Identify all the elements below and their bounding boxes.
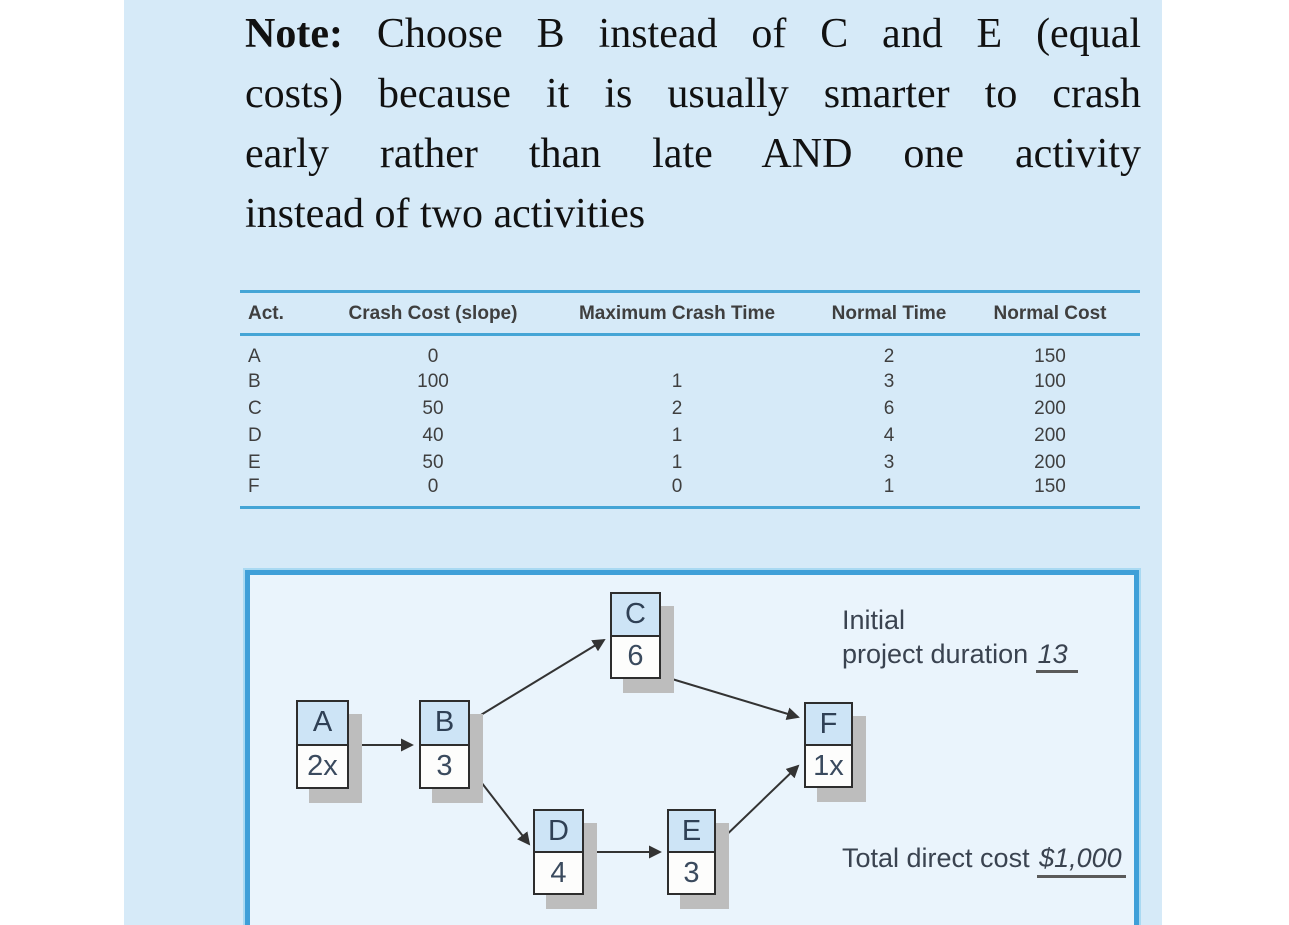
node-d: D 4 bbox=[533, 809, 584, 895]
cell-max-crash-time: 1 bbox=[671, 451, 683, 473]
cell-normal-time: 6 bbox=[883, 397, 895, 419]
cell-max-crash-time: 1 bbox=[671, 424, 683, 446]
total-cost-value: $1,000 bbox=[1037, 843, 1126, 878]
table-header-row: Act. Crash Cost (slope) Maximum Crash Ti… bbox=[240, 291, 1140, 335]
table-row: E 50 1 3 200 bbox=[240, 449, 1140, 476]
cell-normal-time: 2 bbox=[883, 346, 895, 367]
cell-normal-time: 1 bbox=[883, 476, 895, 497]
header-normal-time: Normal Time bbox=[831, 303, 947, 324]
cell-act: D bbox=[248, 424, 262, 446]
table-row: D 40 1 4 200 bbox=[240, 422, 1140, 449]
node-e-label: E bbox=[669, 811, 714, 853]
note-line-4: instead of two activities bbox=[245, 191, 646, 237]
cell-act: B bbox=[248, 370, 261, 392]
node-b: B 3 bbox=[419, 700, 470, 789]
crash-cost-table: Act. Crash Cost (slope) Maximum Crash Ti… bbox=[240, 290, 1140, 509]
table-row: A 0 2 150 bbox=[240, 335, 1140, 369]
cell-max-crash-time: 1 bbox=[671, 370, 683, 392]
edge-b-d bbox=[470, 768, 531, 846]
cell-crash-cost: 50 bbox=[422, 451, 444, 473]
header-normal-cost: Normal Cost bbox=[993, 303, 1107, 324]
node-b-value: 3 bbox=[436, 749, 453, 782]
node-c-label: C bbox=[612, 594, 659, 637]
note-label: Note: bbox=[245, 11, 343, 57]
node-c: C 6 bbox=[610, 592, 661, 679]
cell-normal-time: 3 bbox=[883, 451, 895, 473]
header-max-crash-time: Maximum Crash Time bbox=[578, 303, 776, 324]
note-line-1-text: Choose B instead of C and E (equal bbox=[376, 11, 1142, 57]
node-b-label: B bbox=[421, 702, 468, 746]
initial-duration-label: project duration bbox=[842, 639, 1029, 669]
node-f-label: F bbox=[806, 704, 851, 746]
edge-e-f bbox=[716, 764, 800, 845]
cell-act: F bbox=[248, 476, 260, 497]
initial-duration-annotation: Initial project duration 13 bbox=[842, 603, 1078, 673]
cell-max-crash-time: 2 bbox=[671, 397, 683, 419]
node-d-label: D bbox=[535, 811, 582, 853]
node-d-value: 4 bbox=[550, 856, 567, 889]
node-a: A 2x bbox=[296, 700, 349, 789]
edge-c-f bbox=[661, 675, 800, 721]
node-a-value: 2x bbox=[307, 749, 338, 782]
cell-crash-cost: 50 bbox=[422, 397, 444, 419]
initial-duration-line2: project duration 13 bbox=[842, 637, 1078, 673]
network-diagram: A 2x B 3 C 6 D 4 E 3 F 1x bbox=[250, 575, 1134, 925]
note-line-2: costs) because it is usually smarter to … bbox=[245, 71, 1141, 117]
cell-max-crash-time: 0 bbox=[671, 476, 683, 497]
cell-crash-cost: 0 bbox=[427, 346, 439, 367]
cell-act: C bbox=[248, 397, 262, 419]
total-cost-label: Total direct cost bbox=[842, 843, 1030, 873]
cell-normal-cost: 100 bbox=[1034, 370, 1066, 392]
initial-duration-line1: Initial bbox=[842, 605, 906, 635]
header-crash-cost: Crash Cost (slope) bbox=[348, 303, 518, 324]
node-c-value: 6 bbox=[627, 640, 644, 673]
network-diagram-box: A 2x B 3 C 6 D 4 E 3 F 1x bbox=[245, 570, 1139, 925]
note-line-1: Note: Choose B instead of C and E (equal bbox=[245, 4, 1141, 64]
cell-normal-time: 3 bbox=[883, 370, 895, 392]
table-row: F 0 0 1 150 bbox=[240, 476, 1140, 508]
table-row: C 50 2 6 200 bbox=[240, 395, 1140, 422]
cell-normal-cost: 150 bbox=[1034, 346, 1066, 367]
edge-arrows bbox=[349, 638, 800, 859]
node-e-value: 3 bbox=[683, 856, 700, 889]
cell-normal-cost: 200 bbox=[1034, 451, 1066, 473]
header-act: Act. bbox=[248, 303, 284, 324]
cell-max-crash-time bbox=[536, 335, 818, 369]
edge-b-c bbox=[470, 638, 606, 722]
node-f-value: 1x bbox=[813, 749, 844, 782]
cell-normal-time: 4 bbox=[883, 424, 895, 446]
cell-normal-cost: 150 bbox=[1034, 476, 1066, 497]
cell-crash-cost: 40 bbox=[422, 424, 444, 446]
cell-crash-cost: 0 bbox=[427, 476, 439, 497]
cell-act: E bbox=[248, 451, 261, 473]
node-a-label: A bbox=[298, 702, 347, 746]
cell-act: A bbox=[248, 346, 261, 367]
node-f: F 1x bbox=[804, 702, 853, 788]
note-line-3: early rather than late AND one activity bbox=[245, 131, 1141, 177]
cell-normal-cost: 200 bbox=[1034, 424, 1066, 446]
note-text: Note: Choose B instead of C and E (equal… bbox=[245, 4, 1141, 244]
cell-crash-cost: 100 bbox=[417, 370, 449, 392]
table-row: B 100 1 3 100 bbox=[240, 368, 1140, 395]
node-e: E 3 bbox=[667, 809, 716, 895]
initial-duration-value: 13 bbox=[1035, 639, 1078, 673]
cell-normal-cost: 200 bbox=[1034, 397, 1066, 419]
total-direct-cost-annotation: Total direct cost $1,000 bbox=[842, 841, 1126, 878]
